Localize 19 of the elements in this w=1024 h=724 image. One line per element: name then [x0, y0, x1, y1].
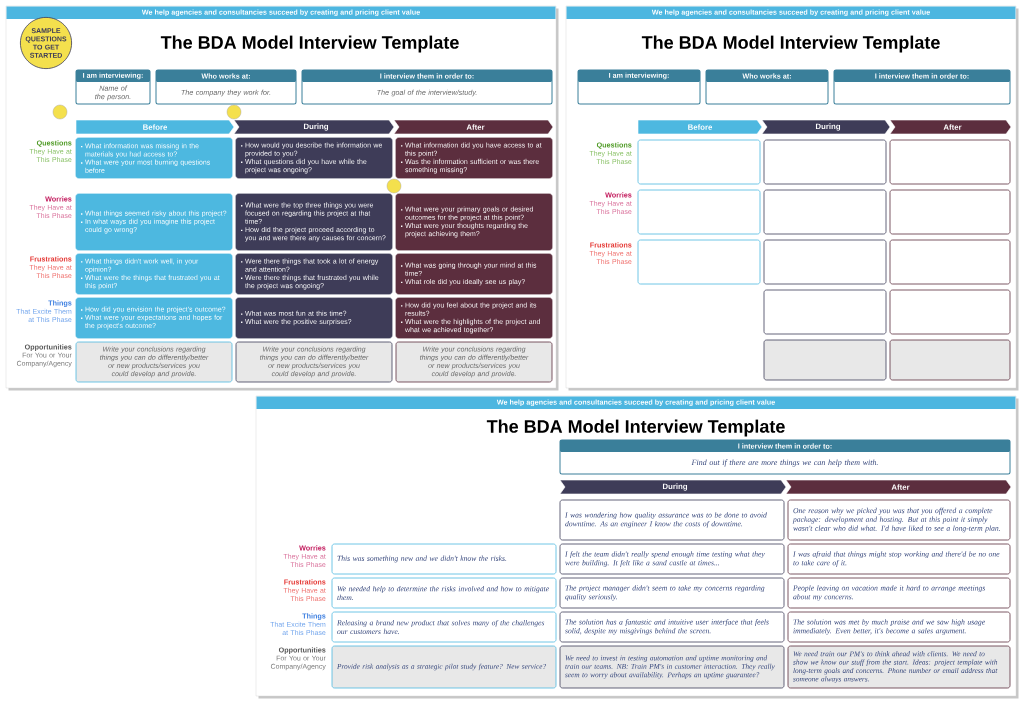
empty-card [637, 139, 761, 185]
title: The BDA Model Interview Template [160, 35, 459, 53]
empty-card [763, 189, 887, 235]
empty-card [763, 289, 887, 335]
title: The BDA Model Interview Template [486, 419, 785, 437]
empty-card [889, 289, 1011, 335]
empty-card [889, 189, 1011, 235]
empty-card [889, 239, 1011, 285]
empty-card [889, 339, 1011, 381]
tip-sticker [226, 104, 242, 120]
tip-sticker [52, 104, 68, 120]
empty-card [763, 139, 887, 185]
empty-card [889, 139, 1011, 185]
title: The BDA Model Interview Template [641, 35, 940, 53]
tip-sticker [386, 178, 402, 194]
empty-card [763, 239, 887, 285]
empty-card [763, 339, 887, 381]
empty-card [637, 189, 761, 235]
empty-card [637, 239, 761, 285]
